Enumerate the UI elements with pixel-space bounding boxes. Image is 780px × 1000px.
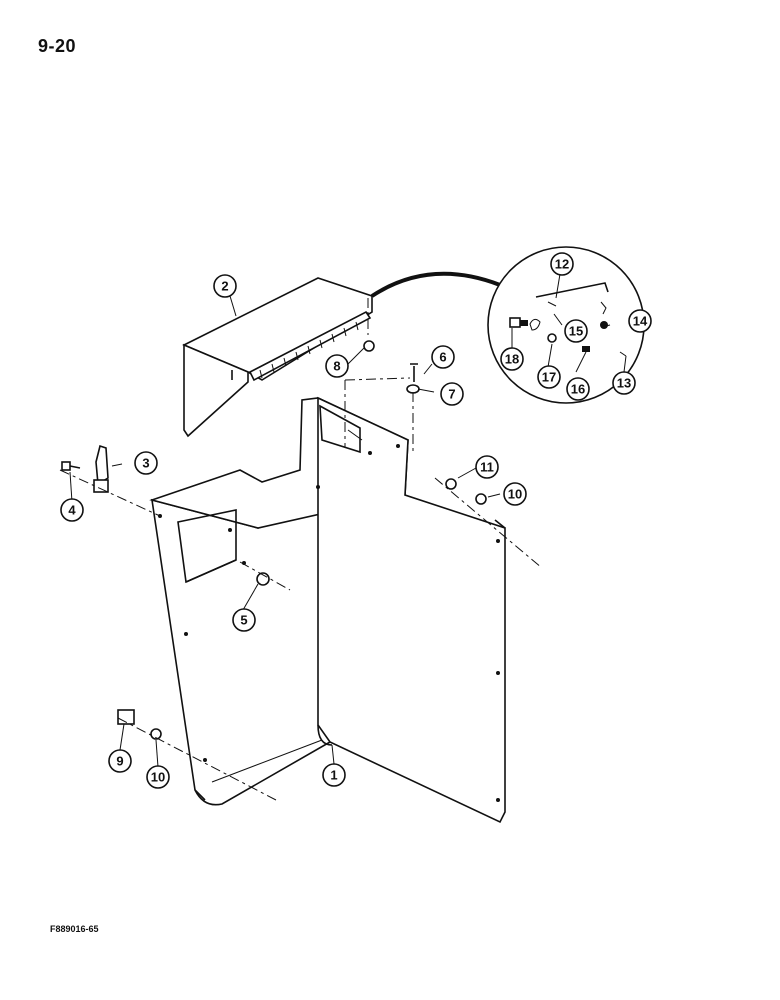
svg-text:10: 10 [151, 770, 165, 785]
leader-lines [59, 273, 627, 801]
svg-text:12: 12 [555, 257, 569, 272]
svg-text:16: 16 [571, 382, 585, 397]
svg-text:1: 1 [330, 768, 337, 783]
callout-4: 4 [60, 498, 84, 522]
figure-code: F889016-65 [50, 924, 99, 934]
svg-text:3: 3 [142, 456, 149, 471]
svg-text:4: 4 [68, 503, 76, 518]
callout-9: 9 [108, 749, 132, 773]
callout-15: 15 [564, 319, 588, 343]
callout-3: 3 [134, 451, 158, 475]
bolt [410, 363, 418, 382]
callout-10a: 10 [146, 765, 170, 789]
svg-text:8: 8 [333, 359, 340, 374]
washer [150, 728, 162, 740]
nut [445, 478, 457, 490]
callout-1: 1 [322, 763, 346, 787]
callout-13: 13 [612, 371, 636, 395]
svg-text:13: 13 [617, 376, 631, 391]
callout-14: 14 [628, 309, 652, 333]
washer [406, 384, 420, 394]
shield-panel [149, 396, 506, 824]
svg-text:18: 18 [505, 352, 519, 367]
callout-18: 18 [500, 347, 524, 371]
svg-text:15: 15 [569, 324, 583, 339]
callout-11: 11 [475, 455, 499, 479]
bolt [61, 461, 81, 471]
svg-text:11: 11 [480, 460, 494, 475]
callout-8: 8 [325, 354, 349, 378]
svg-text:14: 14 [633, 314, 648, 329]
page-number: 9-20 [38, 36, 77, 56]
callout-5: 5 [232, 608, 256, 632]
svg-text:9: 9 [116, 754, 123, 769]
svg-text:17: 17 [542, 370, 556, 385]
svg-text:2: 2 [221, 279, 228, 294]
washer [475, 493, 487, 505]
callout-6: 6 [431, 345, 455, 369]
callout-17: 17 [537, 365, 561, 389]
nut [363, 340, 375, 352]
svg-text:7: 7 [448, 387, 455, 402]
top-cover [182, 277, 373, 438]
svg-text:6: 6 [439, 350, 446, 365]
svg-text:5: 5 [240, 613, 247, 628]
callout-12: 12 [550, 252, 574, 276]
latch [93, 444, 109, 493]
callout-2: 2 [213, 274, 237, 298]
callout-7: 7 [440, 382, 464, 406]
svg-text:10: 10 [508, 487, 522, 502]
callout-16: 16 [566, 377, 590, 401]
callout-10b: 10 [503, 482, 527, 506]
